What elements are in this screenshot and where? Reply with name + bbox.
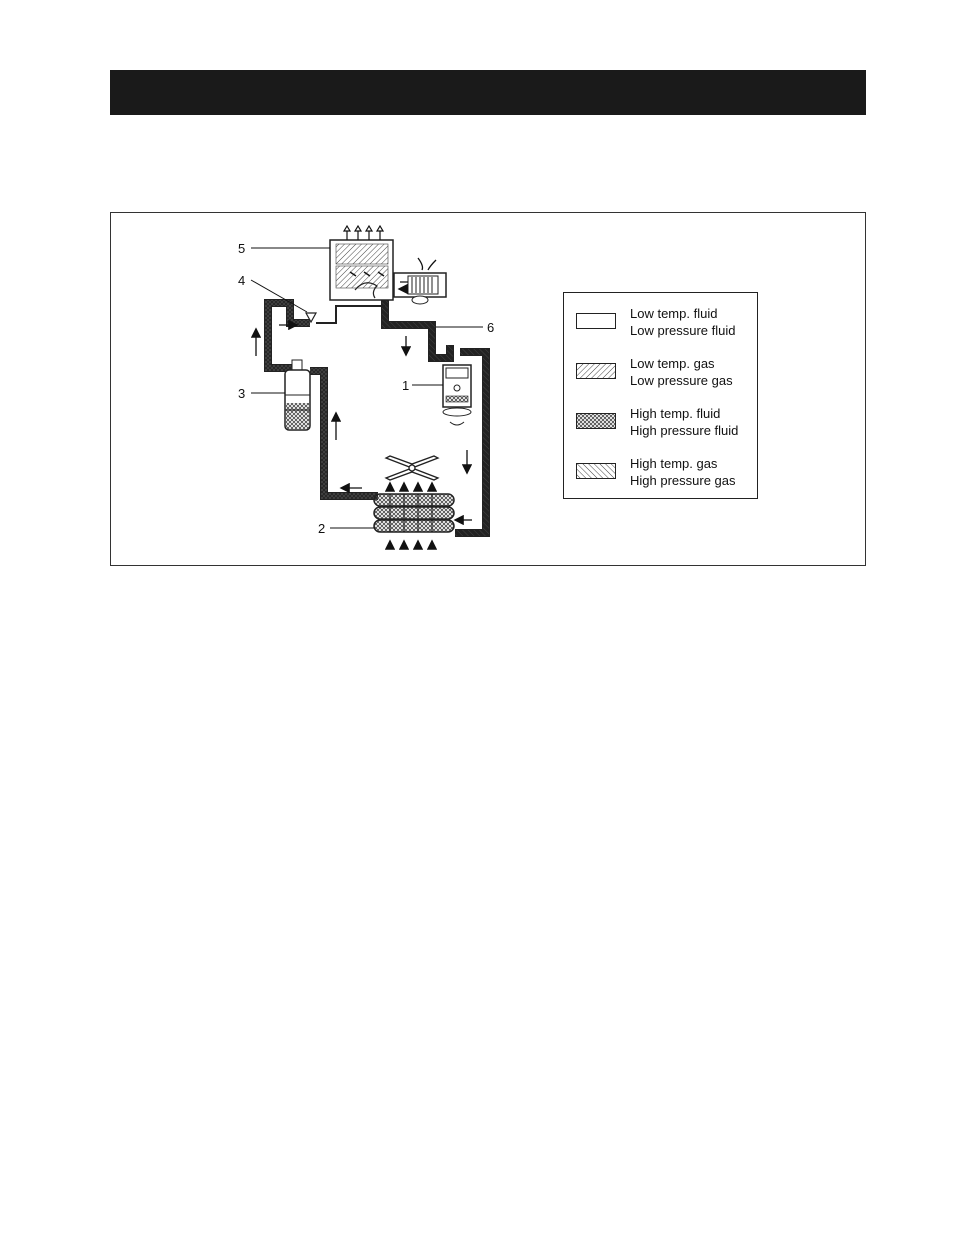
legend-swatch-diagonal-hatch bbox=[576, 363, 616, 379]
compressor bbox=[442, 364, 472, 426]
callout-6: 6 bbox=[487, 320, 495, 335]
callout-4: 4 bbox=[238, 273, 246, 288]
legend-line-1: High temp. fluid bbox=[630, 406, 721, 421]
refrigerant-cycle-figure bbox=[110, 212, 866, 566]
legend-swatch-cross-hatch bbox=[576, 413, 616, 429]
condenser-fan bbox=[384, 455, 440, 481]
legend-swatch-reverse-diagonal-hatch bbox=[576, 463, 616, 479]
legend-line-1: Low temp. gas bbox=[630, 356, 715, 371]
receiver-drier bbox=[284, 359, 311, 431]
condenser bbox=[373, 493, 455, 533]
evaporator bbox=[329, 239, 394, 301]
legend-line-1: Low temp. fluid bbox=[630, 306, 718, 321]
callout-5: 5 bbox=[238, 241, 246, 256]
section-header-bar bbox=[110, 70, 866, 115]
legend: Low temp. fluid Low pressure fluid Low t… bbox=[563, 292, 758, 499]
legend-line-1: High temp. gas bbox=[630, 456, 718, 471]
callout-3: 3 bbox=[238, 386, 246, 401]
legend-line-2: High pressure gas bbox=[630, 473, 736, 488]
expansion-valve bbox=[304, 312, 318, 324]
legend-item-high-temp-fluid: High temp. fluid High pressure fluid bbox=[564, 405, 757, 445]
legend-item-low-temp-gas: Low temp. gas Low pressure gas bbox=[564, 355, 757, 395]
air-out-arrows bbox=[342, 224, 385, 240]
legend-item-low-temp-fluid: Low temp. fluid Low pressure fluid bbox=[564, 305, 757, 345]
legend-line-2: Low pressure fluid bbox=[630, 323, 736, 338]
legend-line-2: Low pressure gas bbox=[630, 373, 733, 388]
blower-fan bbox=[394, 257, 447, 305]
callout-2: 2 bbox=[318, 521, 326, 536]
legend-line-2: High pressure fluid bbox=[630, 423, 739, 438]
legend-swatch-blank bbox=[576, 313, 616, 329]
flow-arrows bbox=[250, 319, 473, 550]
legend-item-high-temp-gas: High temp. gas High pressure gas bbox=[564, 455, 757, 495]
leader-lines bbox=[250, 247, 483, 529]
callout-1: 1 bbox=[402, 378, 410, 393]
